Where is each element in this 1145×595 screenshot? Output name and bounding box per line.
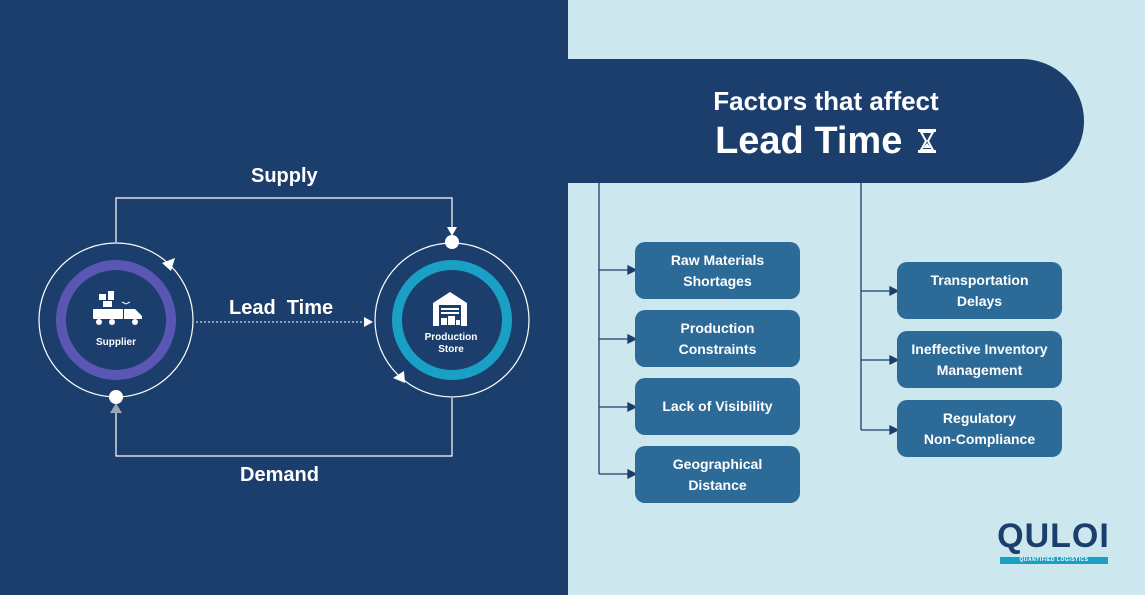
demand-label: Demand [240,464,319,486]
left-factor-connectors [598,183,638,480]
title-line-1: Factors that affect [713,86,939,116]
supplier-caption: Supplier [95,337,136,348]
supply-arrowhead [447,227,457,236]
factor-label: Regulatory Non-Compliance [923,409,1036,447]
hourglass-icon [917,129,936,153]
quloi-logo: QULOI QUANTIFIED LOGISTICS [996,517,1111,567]
supply-arrow-line [115,197,453,242]
factor-label: Raw Materials Shortages [670,251,765,289]
logo-underline-bar [1000,557,1108,564]
demand-arrowhead [110,403,122,413]
supplier-ring [56,260,176,380]
lead-time-arrowhead [364,317,373,327]
title-banner [568,59,1084,183]
factor-box-regulatory: Regulatory Non-Compliance [897,400,1062,457]
factor-box-lack-of-visibility: Lack of Visibility [635,378,800,435]
factor-label: Production Constraints [678,319,757,357]
title-line-2-text: Lead Time [715,120,903,162]
right-factor-connectors [860,183,900,436]
factor-box-inventory-management: Ineffective Inventory Management [897,331,1062,388]
logo-tagline: QUANTIFIED LOGISTICS [1019,557,1089,563]
factor-box-geographical-distance: Geographical Distance [635,446,800,503]
factor-label: Lack of Visibility [662,398,773,414]
title-line-2: Lead Time [568,120,1084,163]
store-port-dot [445,235,459,249]
factor-label: Ineffective Inventory Management [911,340,1048,378]
supplier-icon-stroke [121,301,131,305]
supplier-port-dot [109,390,123,404]
factor-box-production-constraints: Production Constraints [635,310,800,367]
supplier-orbit-arrow [162,258,175,271]
truck-icon [93,291,142,325]
demand-arrow-line [115,398,453,457]
factor-box-transportation-delays: Transportation Delays [897,262,1062,319]
store-orbit-arrow [393,371,405,383]
factor-label: Transportation Delays [930,271,1029,309]
warehouse-icon [433,292,467,326]
production-store-caption: Production Store [424,332,478,355]
factor-label: Geographical Distance [672,455,763,493]
factor-box-raw-materials: Raw Materials Shortages [635,242,800,299]
supply-label: Supply [251,165,318,187]
lead-time-label: Lead Time [229,297,334,319]
logo-wordmark: QULOI [997,517,1110,555]
